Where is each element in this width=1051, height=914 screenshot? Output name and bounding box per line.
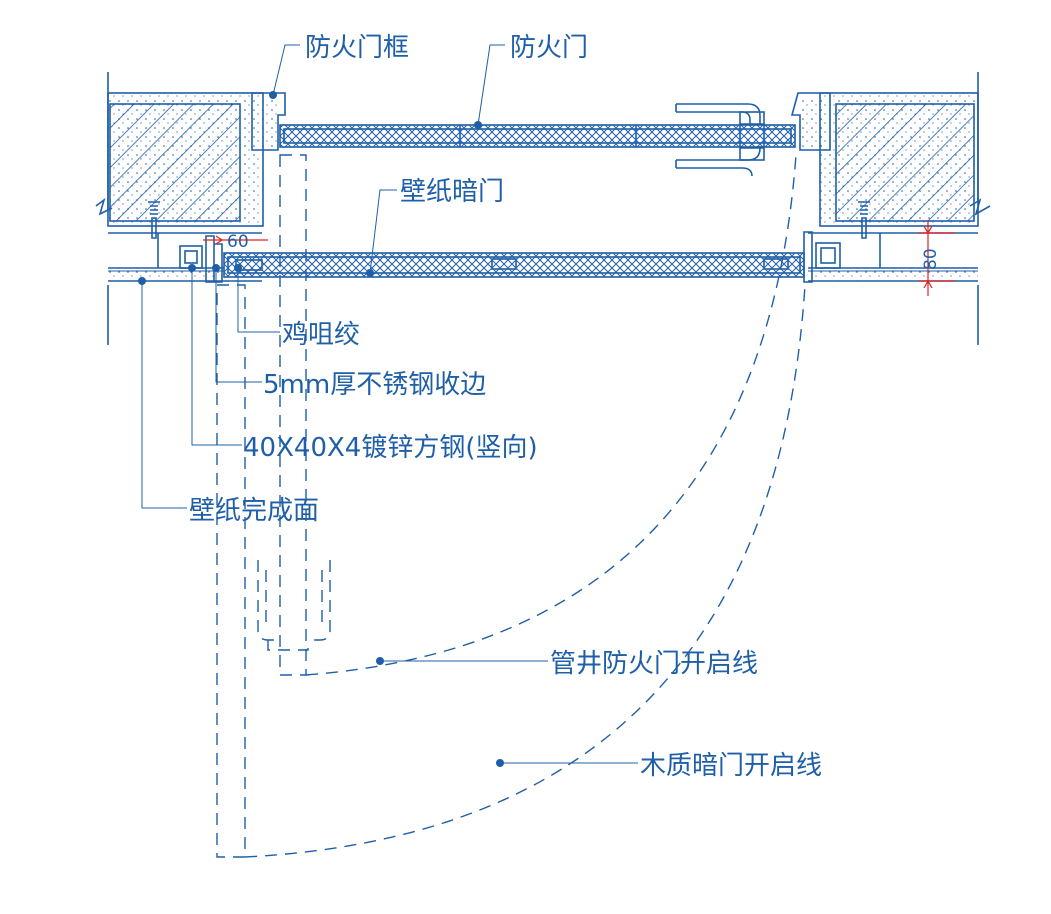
- left-wall: [95, 72, 264, 345]
- label-fire-door-frame-text: 防火门框: [305, 33, 409, 63]
- label-fire-door-frame: 防火门框: [269, 33, 409, 99]
- wood-door-open-position: [216, 284, 806, 858]
- label-wallpaper-finish: 壁纸完成面: [138, 277, 319, 526]
- dimension-left-gap: 60: [203, 232, 268, 252]
- label-fire-door: 防火门: [474, 33, 588, 129]
- label-wallpaper-hidden-door: 壁纸暗门: [366, 177, 504, 277]
- label-hinge-text: 鸡咀绞: [282, 320, 360, 350]
- label-square-steel-text: 40X40X4镀锌方钢(竖向): [243, 433, 538, 463]
- door-handle: [675, 103, 765, 177]
- dimension-left-gap-value: 60: [227, 232, 249, 252]
- door-handle-open: [257, 560, 331, 651]
- fire-door-leaf: [279, 124, 796, 148]
- dimension-right-depth-value: 80: [921, 248, 941, 270]
- label-shaft-door-swing: 管井防火门开启线: [376, 649, 758, 679]
- label-wallpaper-hidden-door-text: 壁纸暗门: [400, 177, 504, 207]
- label-hinge: 鸡咀绞: [234, 264, 360, 350]
- label-shaft-door-swing-text: 管井防火门开启线: [550, 649, 758, 679]
- dimension-right-depth: 80: [918, 220, 955, 296]
- label-steel-trim: 5mm厚不锈钢收边: [212, 264, 486, 400]
- label-wallpaper-finish-text: 壁纸完成面: [189, 496, 319, 526]
- wallpaper-hidden-door: [205, 231, 813, 283]
- label-fire-door-text: 防火门: [510, 33, 588, 63]
- label-wood-door-swing: 木质暗门开启线: [496, 751, 822, 781]
- fire-door-open-position: [279, 154, 797, 676]
- fire-door-frame: [251, 92, 831, 151]
- label-wood-door-swing-text: 木质暗门开启线: [640, 751, 822, 781]
- right-wall: [808, 72, 991, 345]
- label-square-steel: 40X40X4镀锌方钢(竖向): [188, 264, 538, 463]
- label-steel-trim-text: 5mm厚不锈钢收边: [263, 370, 486, 400]
